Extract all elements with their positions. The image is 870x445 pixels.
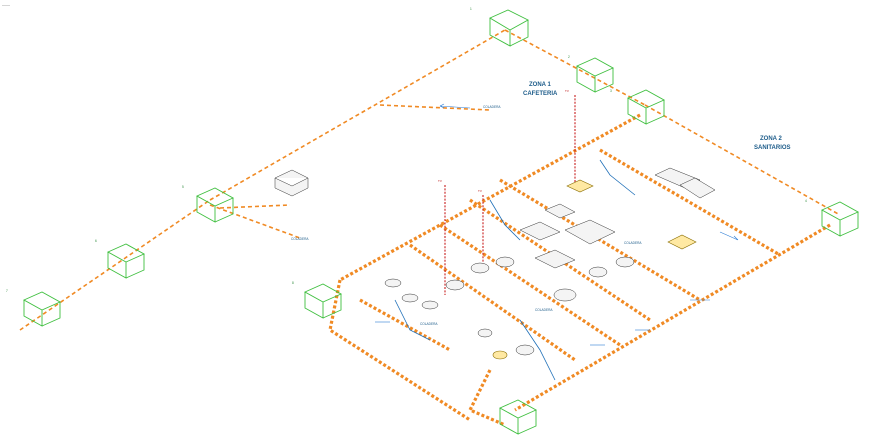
sink-fixture xyxy=(274,169,309,197)
branch-pipe xyxy=(409,243,576,362)
fixture-label: COLADERA xyxy=(535,308,553,312)
registro-number: 8 xyxy=(292,281,294,285)
fixture-label: COLADERA xyxy=(483,105,501,109)
registro-number: 7 xyxy=(6,289,8,293)
riser-label: TV xyxy=(565,89,569,93)
lavatory-bowl xyxy=(401,293,419,303)
registro-box: 1 xyxy=(470,7,529,47)
registro-number: 4 xyxy=(805,199,807,203)
zone-title: ZONA 1 xyxy=(529,82,551,88)
registro-number: 5 xyxy=(182,185,184,189)
toilet-bowl xyxy=(615,256,635,268)
registro-box: 2 xyxy=(568,55,615,93)
toilet-bowl xyxy=(588,266,608,278)
fixture-label: COLADERA xyxy=(624,241,642,245)
toilet-fixture xyxy=(519,221,561,241)
connector-pipe xyxy=(489,199,521,241)
fixture-label: COLADERA xyxy=(291,237,309,241)
zone-subtitle: CAFETERIA xyxy=(523,91,558,97)
zone-title: ZONA 2 xyxy=(760,136,782,142)
pipe-segment xyxy=(379,104,491,111)
riser-label: TV xyxy=(438,179,442,183)
zone-subtitle: SANITARIOS xyxy=(754,145,791,151)
toilet-bowl xyxy=(445,279,465,291)
flow-arrow xyxy=(439,103,471,109)
registro-number: 3 xyxy=(610,89,612,93)
pipe-segment xyxy=(504,29,646,106)
branch-pipe xyxy=(599,148,781,257)
riser-label: TV xyxy=(478,189,482,193)
registro-number: 1 xyxy=(470,7,472,11)
corner-mark: —— xyxy=(2,2,10,7)
branch-pipe xyxy=(467,369,506,427)
branch-pipe xyxy=(359,298,451,352)
lavatory-bowl xyxy=(515,344,535,356)
registro-box: 4 xyxy=(805,199,860,237)
floor-drain-fixture xyxy=(566,179,594,193)
main-pipe xyxy=(514,223,831,412)
registro-box: 3 xyxy=(610,89,666,125)
registro-box: 5 xyxy=(182,185,235,223)
floor-drain xyxy=(492,350,508,360)
main-pipe xyxy=(328,279,471,422)
registro-number: 2 xyxy=(568,55,570,59)
registro-number: 6 xyxy=(95,239,97,243)
toilet-fixture xyxy=(679,177,716,199)
toilet-bowl xyxy=(495,256,515,268)
pipe-segment xyxy=(209,29,506,201)
toilet-fixture xyxy=(544,203,576,219)
pipe-segment xyxy=(219,204,291,209)
connector-pipe xyxy=(394,299,431,341)
flow-arrow xyxy=(719,231,739,241)
main-pipe xyxy=(339,113,641,282)
urinal-fixture xyxy=(534,249,576,269)
lavatory-bowl xyxy=(384,278,402,288)
registro-box: 8 xyxy=(292,281,343,319)
floor-drain-fixture xyxy=(667,234,697,250)
lavatory-bowl xyxy=(477,328,493,338)
pipe-segment xyxy=(209,204,301,239)
lavatory-bowl xyxy=(421,300,439,310)
registro-box: 6 xyxy=(95,239,146,279)
registro-box: 7 xyxy=(6,289,62,327)
branch-pipe xyxy=(499,178,701,302)
fixture-label: COLADERA xyxy=(420,322,438,326)
connector-pipe xyxy=(599,159,636,196)
toilet-fixture xyxy=(564,219,616,245)
pipe-segment xyxy=(644,104,841,216)
connector-pipe xyxy=(519,319,556,381)
toilet-bowl xyxy=(470,262,490,274)
registro-box xyxy=(498,399,538,435)
toilet-bowl xyxy=(553,288,577,302)
pipe-segment xyxy=(19,199,211,331)
